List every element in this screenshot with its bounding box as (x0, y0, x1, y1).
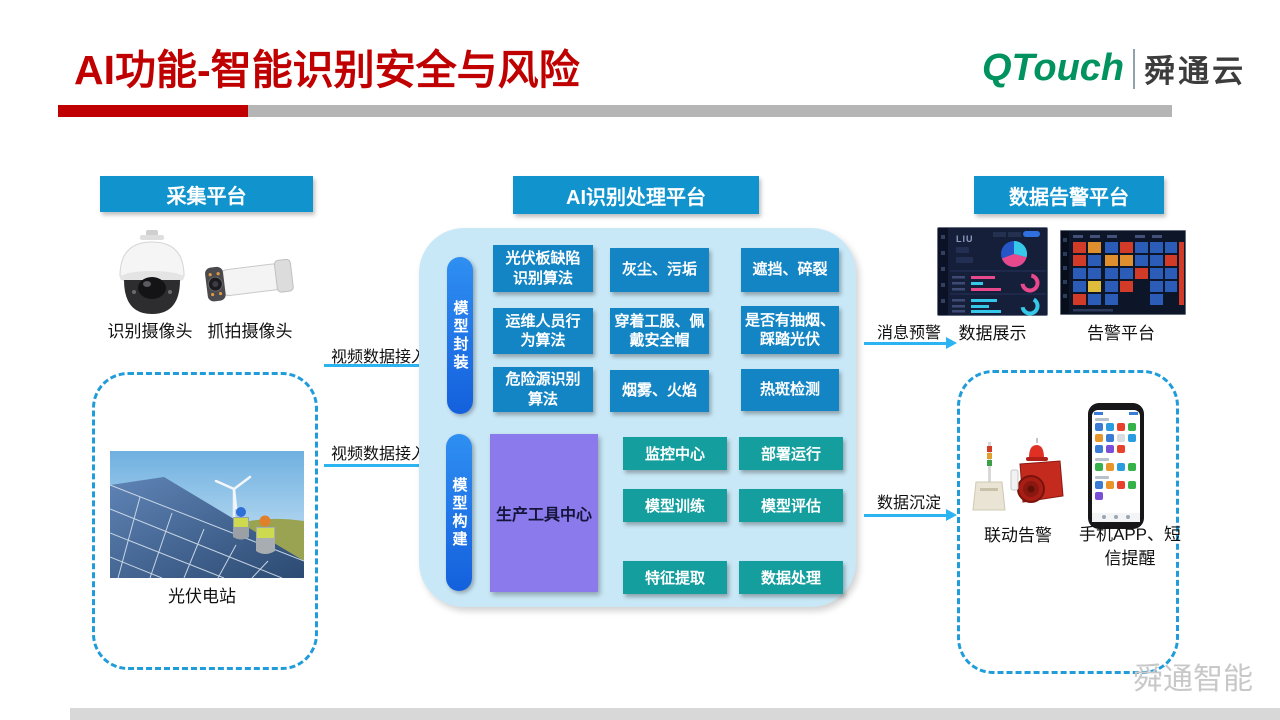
message-alert-label: 消息预警 (876, 325, 941, 342)
arrow-right-icon (324, 359, 439, 371)
algo-box: 遮挡、碎裂 (741, 248, 839, 292)
camera1-label: 识别摄像头 (107, 322, 193, 341)
title-underline-accent (58, 105, 248, 117)
arrow-right-icon (864, 509, 957, 521)
logo-chinese-text: 舜通云 (1144, 54, 1247, 89)
page-title: AI功能-智能识别安全与风险 (74, 47, 580, 93)
arrow-right-icon (864, 337, 957, 349)
logo-divider (1133, 48, 1136, 89)
brand-logo: QTouch 舜通云 (982, 46, 1246, 91)
algo-box: 运维人员行 为算法 (493, 308, 593, 354)
model-building-bar: 模型构建 (446, 434, 472, 591)
qtouch-logo-text: QTouch (982, 47, 1125, 89)
teal-box: 部署运行 (739, 437, 843, 470)
phone-app-label: 手机APP、短 信提醒 (1078, 525, 1182, 568)
alert-output-group-box (957, 370, 1179, 674)
algo-box: 危险源识别 算法 (493, 367, 593, 412)
bullet-camera-image (205, 258, 294, 302)
algo-box: 烟雾、火焰 (610, 370, 709, 412)
alert-platform-header: 数据告警平台 (974, 176, 1164, 214)
alarm-platform-label: 告警平台 (1087, 324, 1155, 343)
arrow-right-icon (324, 459, 439, 471)
smartphone-app-image (1088, 403, 1144, 529)
teal-box: 数据处理 (739, 561, 843, 594)
linkage-alarm-label: 联动告警 (984, 526, 1052, 545)
siren-alarm-image (972, 438, 1064, 511)
algo-box: 是否有抽烟、 踩踏光伏 (741, 306, 839, 354)
dashboard-logo-text: LIU (956, 234, 974, 244)
camera2-label: 抓拍摄像头 (207, 322, 293, 341)
teal-box: 模型评估 (739, 489, 843, 522)
data-dashboard-image: LIU (937, 227, 1048, 316)
solar-site-group-box (92, 372, 318, 670)
footer-bar (70, 708, 1280, 720)
data-display-label: 数据展示 (958, 324, 1027, 343)
dome-camera-image (119, 230, 185, 314)
title-underline (248, 105, 1172, 117)
ai-platform-header: AI识别处理平台 (513, 176, 759, 214)
teal-box: 特征提取 (623, 561, 727, 594)
model-packaging-bar: 模型封装 (447, 257, 473, 414)
teal-box: 监控中心 (623, 437, 727, 470)
collection-platform-header: 采集平台 (100, 176, 313, 212)
algo-box: 光伏板缺陷 识别算法 (493, 245, 593, 292)
tool-center-box: 生产工具中心 (490, 434, 598, 592)
video-flow-label-2: 视频数据接入 (330, 446, 427, 463)
algo-box: 穿着工服、佩 戴安全帽 (610, 308, 709, 354)
algo-box: 灰尘、污垢 (610, 248, 709, 292)
solar-plant-photo (110, 451, 304, 578)
solar-site-label: 光伏电站 (168, 587, 236, 606)
data-sediment-label: 数据沉淀 (876, 495, 941, 512)
video-flow-label-1: 视频数据接入 (330, 349, 427, 366)
alarm-tiles-image (1060, 230, 1186, 315)
watermark-text: 舜通智能 (1133, 663, 1253, 696)
teal-box: 模型训练 (623, 489, 727, 522)
algo-box: 热斑检测 (741, 369, 839, 411)
